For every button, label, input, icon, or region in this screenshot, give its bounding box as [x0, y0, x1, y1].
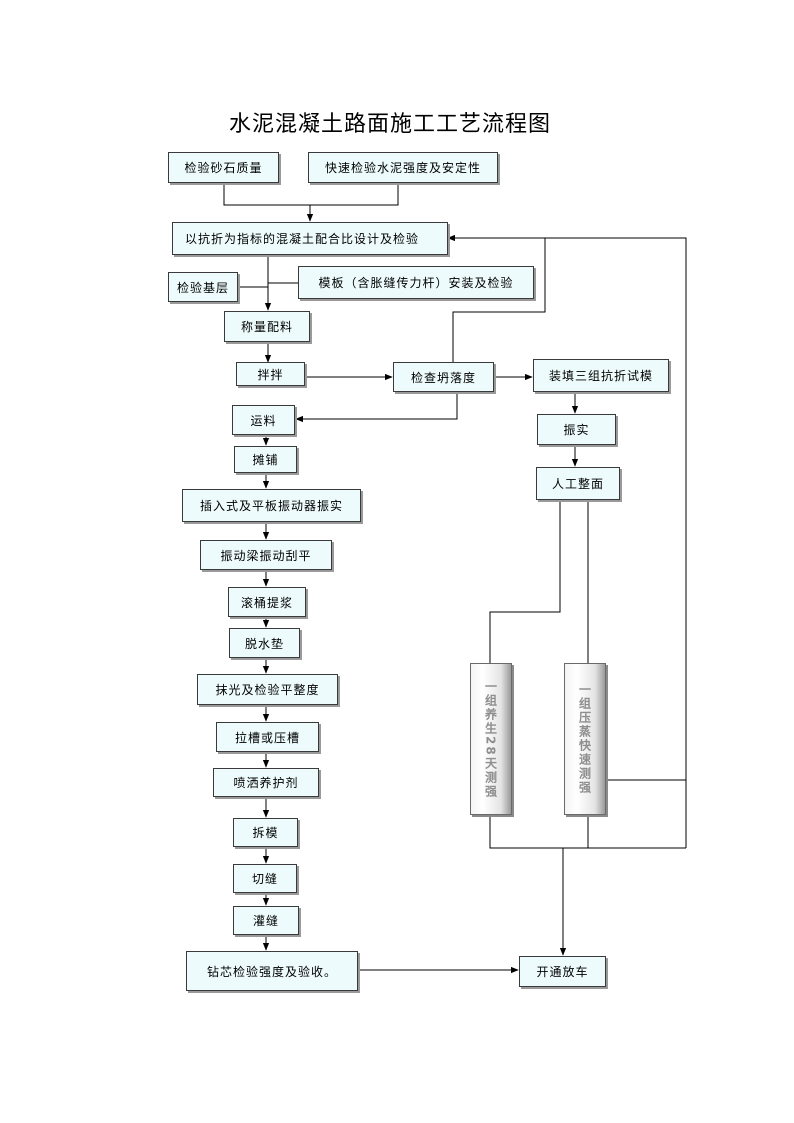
node-core-check: 钻芯检验强度及验收。	[186, 951, 358, 991]
node-cure-28-days: 一组养生28天测强	[470, 663, 512, 815]
node-mix-design: 以抗折为指标的混凝土配合比设计及检验	[172, 222, 448, 255]
connector-bottom-join	[489, 815, 686, 849]
cure-28-label: 一组养生28天测强	[483, 679, 498, 799]
node-trowel-check: 抹光及检验平整度	[197, 674, 338, 705]
node-groove: 拉槽或压槽	[216, 722, 319, 752]
node-fill-joint: 灌缝	[233, 906, 299, 935]
node-check-slump: 检查坍落度	[393, 362, 494, 392]
node-roller: 滚桶提浆	[228, 587, 306, 617]
node-quick-test: 一组压蒸快速测强	[564, 663, 606, 815]
node-vibrate-specimen: 振实	[537, 414, 616, 445]
node-mixing: 拌拌	[236, 362, 305, 386]
quick-test-label: 一组压蒸快速测强	[577, 683, 592, 795]
node-spreading: 摊铺	[234, 446, 297, 473]
node-transport: 运料	[232, 405, 295, 435]
connector-finish-to-cure28	[489, 500, 561, 663]
connector-slump-feedback	[452, 238, 546, 362]
arrow-loop-to-mix-design	[447, 234, 687, 848]
connector-cement	[310, 183, 399, 206]
node-make-specimens: 装填三组抗折试模	[533, 359, 669, 392]
node-dewater: 脱水垫	[229, 628, 300, 658]
node-formwork: 模板（含胀缝传力杆）安装及检验	[298, 266, 534, 299]
node-quick-check-cement: 快速检验水泥强度及安定性	[308, 152, 498, 183]
arrow-slump-to-transport	[295, 392, 458, 423]
node-beam-vibrate: 振动梁振动刮平	[200, 540, 332, 570]
connector-aggregate	[223, 183, 310, 206]
node-check-base: 检验基层	[168, 272, 238, 302]
node-weigh-batch: 称量配料	[224, 311, 310, 342]
node-insert-vibrate: 插入式及平板振动器振实	[182, 489, 361, 522]
page-title: 水泥混凝土路面施工工艺流程图	[228, 112, 551, 137]
node-check-aggregate: 检验砂石质量	[168, 152, 279, 183]
node-open-traffic: 开通放车	[519, 956, 606, 987]
node-curing-agent: 喷洒养护剂	[213, 768, 319, 797]
node-cut-joint: 切缝	[233, 864, 297, 893]
node-manual-finish: 人工整面	[536, 467, 620, 500]
node-remove-form: 拆模	[233, 818, 298, 847]
